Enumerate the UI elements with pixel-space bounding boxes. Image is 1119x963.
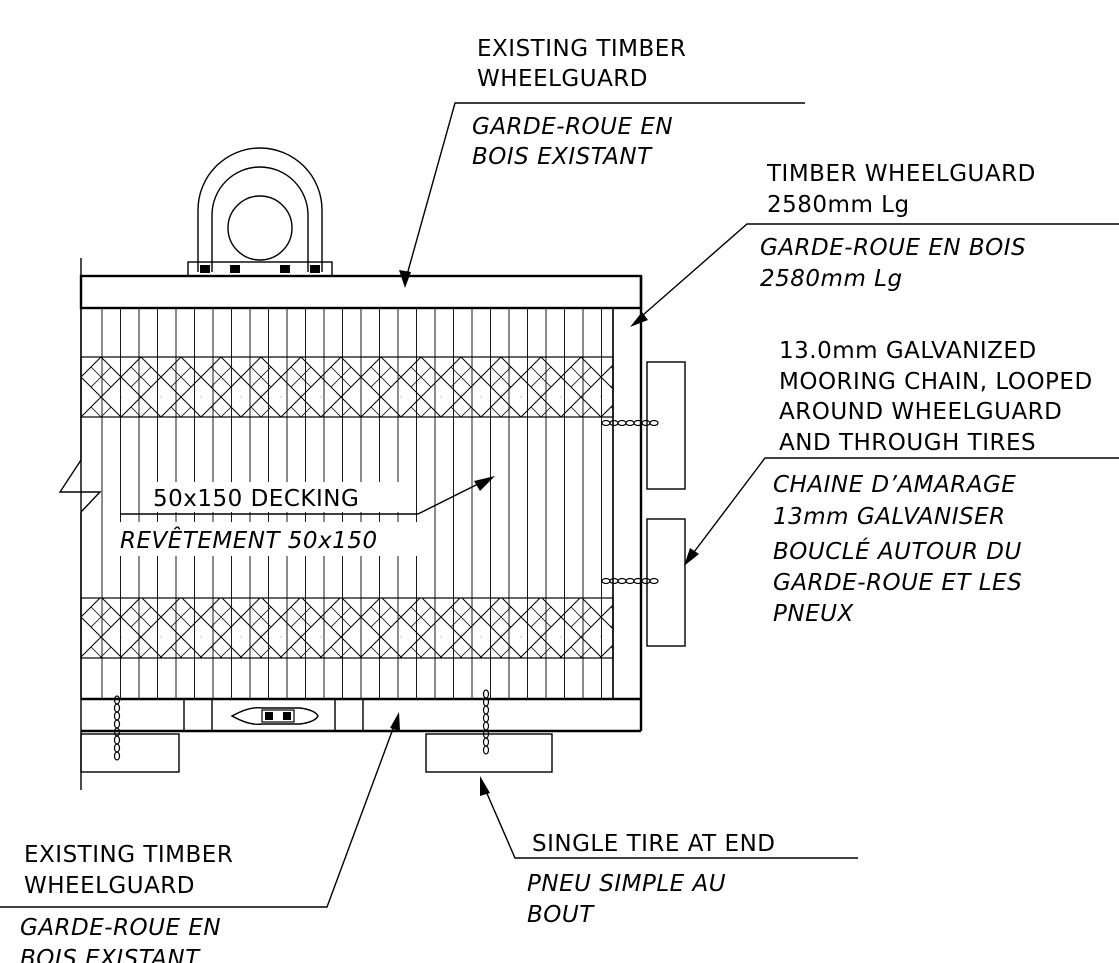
svg-text:REVÊTEMENT 50x150: REVÊTEMENT 50x150 <box>120 526 378 554</box>
svg-text:SINGLE TIRE AT END: SINGLE TIRE AT END <box>532 831 775 857</box>
label-timber-wheelguard: TIMBER WHEELGUARD 2580mm Lg GARDE-ROUE E… <box>760 161 1036 292</box>
svg-text:WHEELGUARD: WHEELGUARD <box>477 66 648 92</box>
svg-text:TIMBER WHEELGUARD: TIMBER WHEELGUARD <box>766 161 1036 187</box>
mooring-ring <box>187 147 333 277</box>
right-chains <box>601 419 659 585</box>
svg-text:BOUCLÉ AUTOUR DU: BOUCLÉ AUTOUR DU <box>773 537 1022 565</box>
svg-text:CHAINE D’AMARAGE: CHAINE D’AMARAGE <box>773 472 1016 498</box>
label-single-tire: SINGLE TIRE AT END PNEU SIMPLE AU BOUT <box>527 831 775 928</box>
svg-text:2580mm Lg: 2580mm Lg <box>767 192 910 218</box>
svg-text:EXISTING TIMBER: EXISTING TIMBER <box>24 842 233 868</box>
svg-text:BOIS EXISTANT: BOIS EXISTANT <box>20 946 201 963</box>
timber-wheelguard-right <box>612 276 643 731</box>
svg-text:AND THROUGH TIRES: AND THROUGH TIRES <box>779 430 1036 456</box>
label-top-wheelguard: EXISTING TIMBER WHEELGUARD GARDE-ROUE EN… <box>472 36 686 170</box>
label-bottom-wheelguard: EXISTING TIMBER WHEELGUARD GARDE-ROUE EN… <box>20 842 233 963</box>
svg-text:MOORING CHAIN, LOOPED: MOORING CHAIN, LOOPED <box>779 369 1093 395</box>
top-wheelguard-beam <box>79 274 643 310</box>
svg-text:AROUND WHEELGUARD: AROUND WHEELGUARD <box>779 399 1062 425</box>
bottom-chains <box>113 689 490 761</box>
svg-text:50x150 DECKING: 50x150 DECKING <box>153 486 359 512</box>
svg-text:PNEU SIMPLE AU: PNEU SIMPLE AU <box>527 871 726 897</box>
svg-text:GARDE-ROUE EN BOIS: GARDE-ROUE EN BOIS <box>760 235 1026 261</box>
svg-text:EXISTING TIMBER: EXISTING TIMBER <box>477 36 686 62</box>
label-mooring-chain: 13.0mm GALVANIZED MOORING CHAIN, LOOPED … <box>773 338 1093 627</box>
svg-text:BOIS EXISTANT: BOIS EXISTANT <box>472 144 653 170</box>
svg-text:BOUT: BOUT <box>527 902 595 928</box>
svg-text:PNEUX: PNEUX <box>773 601 854 627</box>
bottom-tires <box>80 733 553 773</box>
left-break-line <box>58 258 102 790</box>
herringbone-band-top <box>80 356 614 418</box>
decking-area <box>80 307 614 700</box>
svg-text:WHEELGUARD: WHEELGUARD <box>24 873 195 899</box>
label-decking: 50x150 DECKING REVÊTEMENT 50x150 <box>114 482 426 556</box>
leader-lines <box>0 102 1119 908</box>
svg-text:GARDE-ROUE ET LES: GARDE-ROUE ET LES <box>773 570 1022 596</box>
svg-text:13.0mm GALVANIZED: 13.0mm GALVANIZED <box>779 338 1037 364</box>
svg-text:GARDE-ROUE EN: GARDE-ROUE EN <box>20 915 221 941</box>
svg-text:GARDE-ROUE EN: GARDE-ROUE EN <box>472 114 673 140</box>
right-tires <box>646 361 686 647</box>
herringbone-band-bottom <box>80 597 614 659</box>
bottom-wheelguard-beam <box>81 697 641 733</box>
svg-text:13mm GALVANISER: 13mm GALVANISER <box>773 504 1006 530</box>
bottom-cleat <box>230 706 319 726</box>
svg-text:2580mm Lg: 2580mm Lg <box>760 266 903 292</box>
